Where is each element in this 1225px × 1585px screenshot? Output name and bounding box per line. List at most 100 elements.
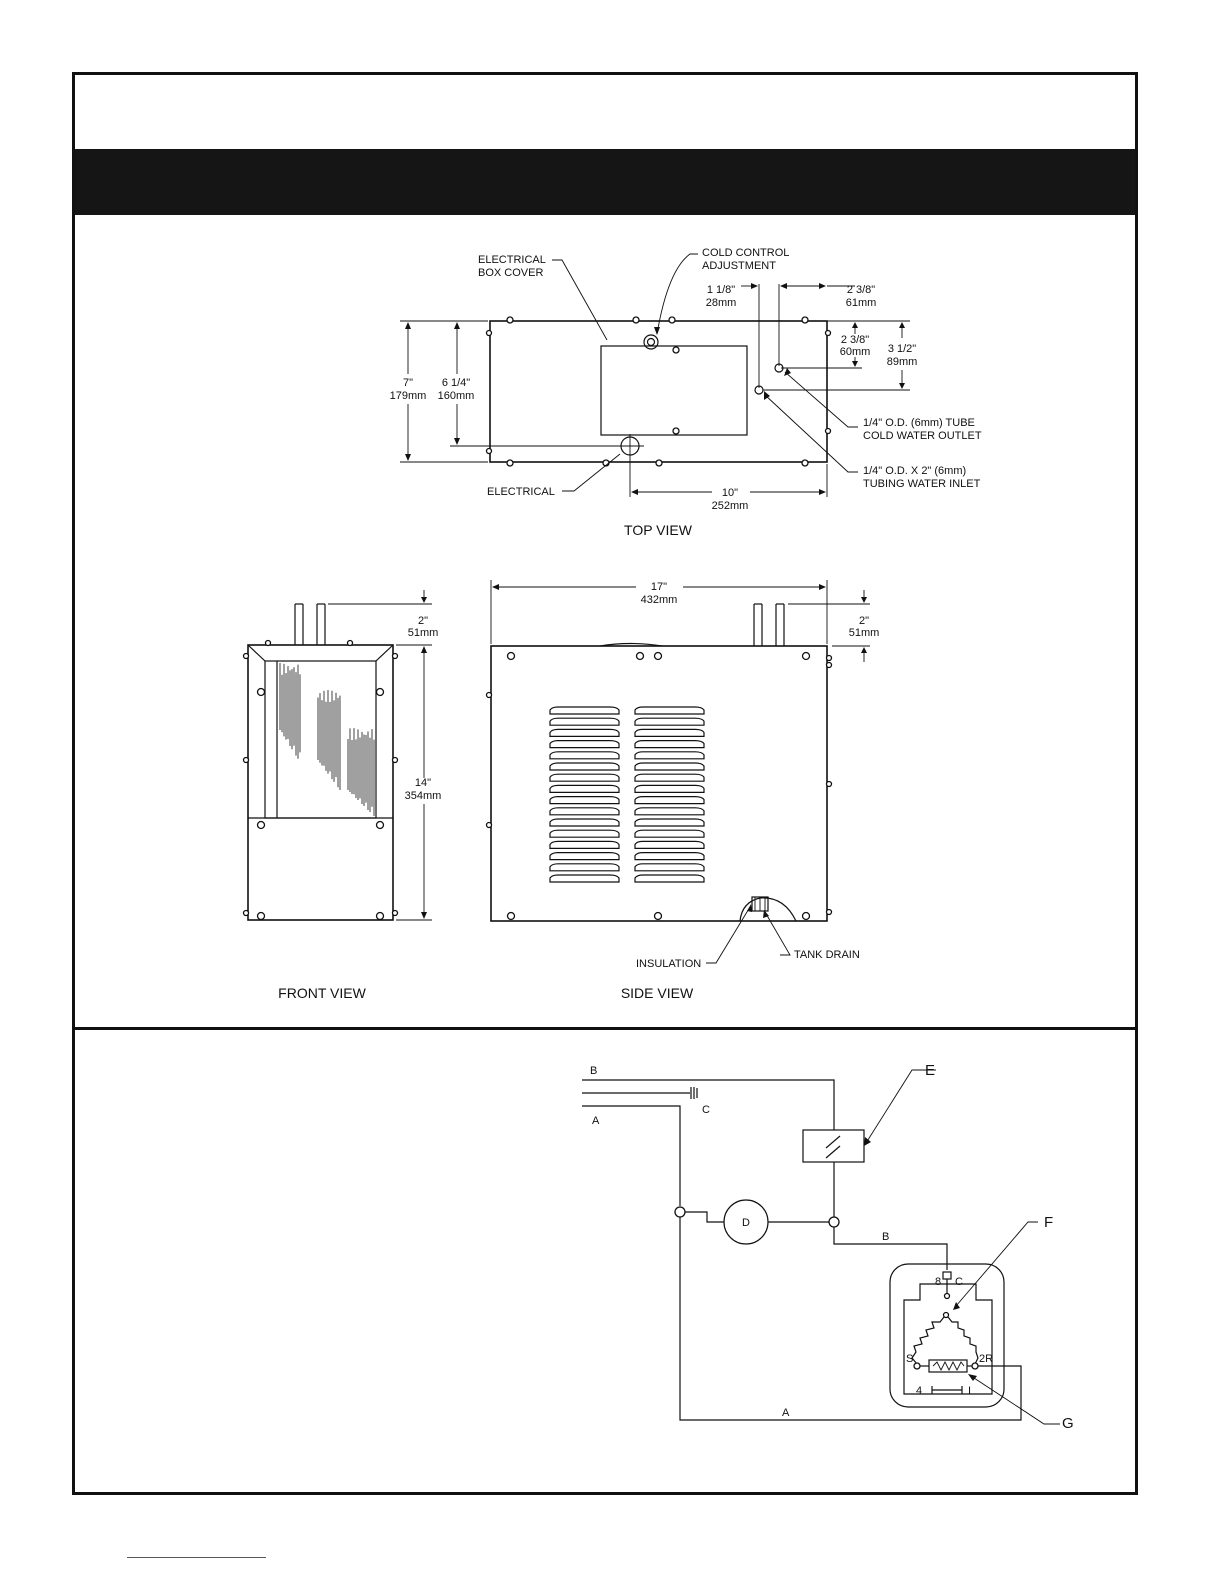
- cap-c-label: C: [702, 1104, 710, 1116]
- term-4: 4: [916, 1385, 922, 1397]
- dim-2-3-8-a-in: 2 3/8": [847, 284, 875, 296]
- term-1: I: [968, 1385, 971, 1397]
- front-view-body: [247, 644, 394, 921]
- front-dim-2-mm: 51mm: [408, 627, 439, 639]
- louver: [549, 818, 620, 827]
- louver: [549, 751, 620, 760]
- front-dim-2-in: 2": [418, 615, 428, 627]
- louver: [634, 751, 705, 760]
- dim-1-1-8-mm: 28mm: [706, 297, 737, 309]
- motor-d-label: D: [742, 1217, 750, 1229]
- louver: [634, 717, 705, 726]
- callout-e: E: [925, 1062, 935, 1079]
- front-view: 2" 51mm 14" 354mm FRONT VIEW: [242, 590, 442, 1001]
- cold-control-knob: [643, 334, 659, 350]
- louver: [549, 784, 620, 793]
- dim-3-1-2-mm: 89mm: [887, 356, 918, 368]
- cold-control-switch-e: [802, 1129, 865, 1163]
- tank-drain-label: TANK DRAIN: [794, 949, 860, 961]
- side-view-louvers: [549, 706, 705, 883]
- front-view-bolts: [242, 639, 399, 921]
- louver: [549, 863, 620, 872]
- cold-control-label-1: COLD CONTROL: [702, 247, 789, 259]
- louver: [549, 762, 620, 771]
- wire-a-top-label: A: [592, 1115, 600, 1127]
- side-dim-17-in: 17": [651, 581, 667, 593]
- louver: [549, 840, 620, 849]
- louver: [549, 874, 620, 883]
- run-winding: [947, 1316, 979, 1365]
- wiring-diagram: B C A E D B 8 C: [582, 1062, 1074, 1432]
- dim-3-1-2-in: 3 1/2": [888, 343, 916, 355]
- louver: [634, 728, 705, 737]
- dim-1-1-8-in: 1 1/8": [707, 284, 735, 296]
- callout-f: F: [1044, 1214, 1053, 1231]
- louver: [634, 706, 705, 715]
- front-dim-14-mm: 354mm: [405, 790, 442, 802]
- term-s: S: [906, 1353, 913, 1365]
- wire-a-bottom: [679, 1217, 1022, 1421]
- louver: [549, 706, 620, 715]
- louver: [549, 807, 620, 816]
- side-view-bolts: [485, 651, 833, 921]
- start-winding: [911, 1316, 945, 1365]
- side-view-caption: SIDE VIEW: [621, 985, 694, 1001]
- spec-sheet-frame: [72, 72, 1138, 1495]
- louver: [634, 852, 705, 861]
- wire-b-mid: [833, 1227, 948, 1270]
- louver: [549, 829, 620, 838]
- wire-a-top: [582, 1105, 681, 1206]
- louver: [634, 818, 705, 827]
- louver: [549, 852, 620, 861]
- top-view: 7" 179mm 6 1/4" 160mm 10" 252mm 1 1/8" 2…: [390, 247, 982, 538]
- louver: [549, 728, 620, 737]
- louver: [634, 874, 705, 883]
- top-view-caption: TOP VIEW: [624, 522, 693, 538]
- front-view-caption: FRONT VIEW: [278, 985, 366, 1001]
- front-view-hatch: [279, 663, 377, 818]
- side-dim-2-mm: 51mm: [849, 627, 880, 639]
- dim-2-3-8-b-in: 2 3/8": [841, 334, 869, 346]
- header-band: [75, 149, 1135, 215]
- cold-control-label-2: ADJUSTMENT: [702, 260, 776, 272]
- footer-link-underline: [127, 1557, 266, 1558]
- wire-b-top-label: B: [590, 1065, 597, 1077]
- dim-7-mm: 179mm: [390, 390, 427, 402]
- inlet-label-1: 1/4" O.D. X 2" (6mm): [863, 465, 966, 477]
- dim-2-3-8-a-mm: 61mm: [846, 297, 877, 309]
- dim-6-1-4-mm: 160mm: [438, 390, 475, 402]
- top-view-bolts: [485, 316, 832, 467]
- callout-g: G: [1062, 1415, 1074, 1432]
- wire-a-bottom-label: A: [782, 1407, 790, 1419]
- louver: [634, 762, 705, 771]
- louver: [634, 773, 705, 782]
- inlet-label-2: TUBING WATER INLET: [863, 478, 981, 490]
- outlet-label-1: 1/4" O.D. (6mm) TUBE: [863, 417, 975, 429]
- louver: [549, 717, 620, 726]
- wire-b-top: [582, 1079, 835, 1130]
- louver: [549, 773, 620, 782]
- side-dim-2-in: 2": [859, 615, 869, 627]
- front-dim-14-in: 14": [415, 777, 431, 789]
- term-2r: 2R: [979, 1353, 993, 1365]
- insulation-label: INSULATION: [636, 958, 701, 970]
- outlet-label-2: COLD WATER OUTLET: [863, 430, 982, 442]
- dim-7-in: 7": [403, 377, 413, 389]
- term-8: 8: [935, 1276, 941, 1288]
- dim-2-3-8-b-mm: 60mm: [840, 346, 871, 358]
- term-c: C: [955, 1276, 963, 1288]
- wire-b-mid-label: B: [882, 1231, 889, 1243]
- side-view: 17" 432mm 2" 51mm INSULATION TANK DRAIN …: [485, 580, 880, 1001]
- section-divider: [75, 1027, 1135, 1030]
- electrical-box-cover-label-2: BOX COVER: [478, 267, 543, 279]
- electrical-label: ELECTRICAL: [487, 486, 555, 498]
- side-view-body: [490, 645, 828, 922]
- louver: [549, 796, 620, 805]
- louver: [634, 796, 705, 805]
- louver: [634, 863, 705, 872]
- electrical-box-cover: [600, 345, 748, 436]
- louver: [549, 740, 620, 749]
- louver: [634, 829, 705, 838]
- dim-10-in: 10": [722, 487, 738, 499]
